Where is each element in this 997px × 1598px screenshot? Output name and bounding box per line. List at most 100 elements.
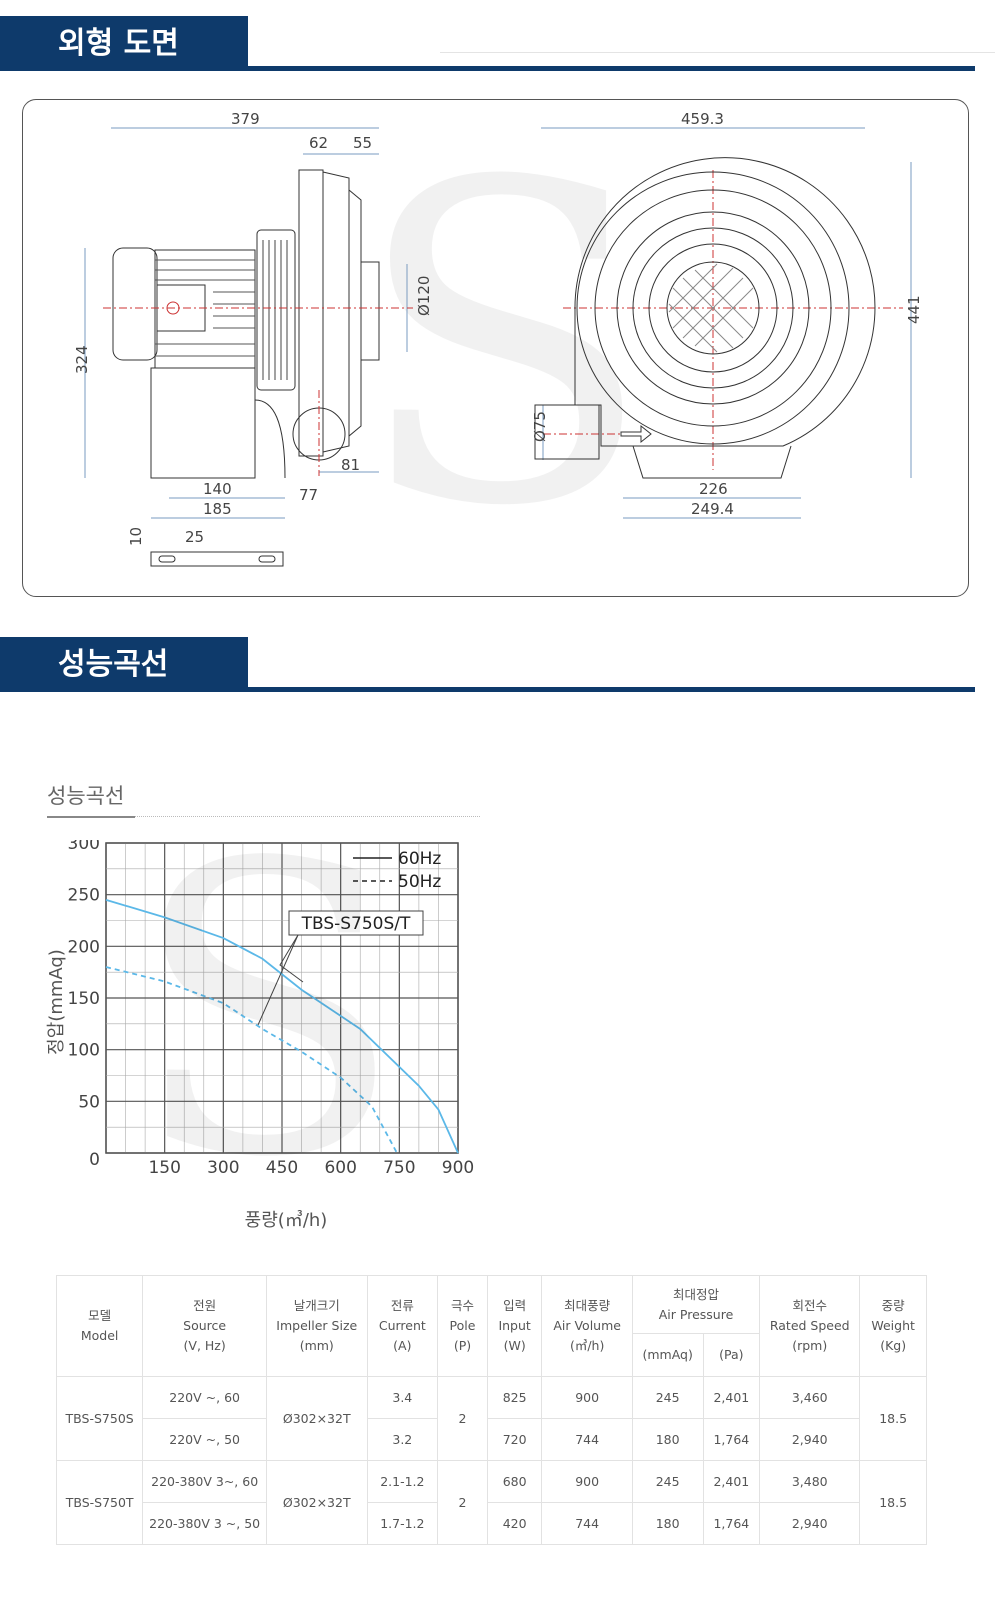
cell-input: 680 xyxy=(486,1460,543,1503)
dim-62: 62 xyxy=(309,134,328,152)
motor-grill xyxy=(256,229,296,391)
cell-pole: 2 xyxy=(437,1460,488,1545)
chart-heading: 성능곡선 xyxy=(47,784,125,808)
x-tick-label: 900 xyxy=(442,1158,474,1178)
annotation-label: TBS-S750S/T xyxy=(301,914,411,934)
dim-25: 25 xyxy=(185,528,204,546)
x-tick-label: 300 xyxy=(207,1158,239,1178)
cell-source: 220V ~, 50 xyxy=(142,1418,267,1461)
volute-ring-1 xyxy=(576,171,850,445)
cell-rpm: 3,460 xyxy=(759,1376,861,1419)
outline-drawing: S xyxy=(22,99,969,597)
cell-source: 220-380V 3~, 60 xyxy=(142,1460,267,1503)
cell-current: 2.1-1.2 xyxy=(366,1460,439,1503)
dim-81: 81 xyxy=(341,456,360,474)
y-tick-label: 50 xyxy=(78,1092,100,1112)
series-line-50Hz xyxy=(105,966,398,1154)
inlet-mesh xyxy=(666,261,760,355)
header-rule xyxy=(0,66,975,71)
chart-xlabel: 풍량(㎥/h) xyxy=(245,1210,328,1230)
x-tick-label: 450 xyxy=(266,1158,298,1178)
terminal-box xyxy=(156,284,206,332)
header-thin-rule xyxy=(440,52,995,53)
front-base xyxy=(632,445,792,479)
table-row: 220-380V 3 ~, 50 1.7-1.2 420 744 180 1,7… xyxy=(57,1502,927,1545)
cell-mmaq: 245 xyxy=(631,1376,704,1419)
cell-mmaq: 180 xyxy=(631,1418,704,1461)
table-row: 220V ~, 50 3.2 720 744 180 1,764 2,940 xyxy=(57,1418,927,1461)
dim-324: 324 xyxy=(73,345,91,374)
cell-volume: 900 xyxy=(541,1376,633,1419)
th-mmaq: (mmAq) xyxy=(631,1333,704,1377)
volute-ring-2 xyxy=(594,189,832,427)
dim-226: 226 xyxy=(699,480,728,498)
dim-inlet-dia: Ø75 xyxy=(531,411,549,442)
cell-rpm: 2,940 xyxy=(759,1502,861,1545)
y-tick-label: 0 xyxy=(89,1150,100,1170)
cell-rpm: 2,940 xyxy=(759,1418,861,1461)
x-tick-label: 600 xyxy=(324,1158,356,1178)
cell-current: 3.2 xyxy=(366,1418,439,1461)
cell-weight: 18.5 xyxy=(859,1376,927,1461)
outline-section-title: 외형 도면 xyxy=(0,16,248,70)
legend-label-50hz: 50Hz xyxy=(398,872,441,892)
outline-section-header: 외형 도면 xyxy=(0,16,995,76)
cell-rpm: 3,480 xyxy=(759,1460,861,1503)
y-tick-label: 200 xyxy=(68,937,100,957)
cell-source: 220V ~, 60 xyxy=(142,1376,267,1419)
cell-volume: 744 xyxy=(541,1502,633,1545)
casing-scroll xyxy=(322,171,350,453)
header-rule xyxy=(0,687,975,692)
cell-volume: 744 xyxy=(541,1418,633,1461)
cell-current: 1.7-1.2 xyxy=(366,1502,439,1545)
cell-pa: 1,764 xyxy=(702,1418,761,1461)
cell-volume: 900 xyxy=(541,1460,633,1503)
chart-ylabel: 정압(mmAq) xyxy=(46,949,67,1055)
cell-impeller: Ø302×32T xyxy=(266,1376,368,1461)
dim-185: 185 xyxy=(203,500,232,518)
dim-459-3: 459.3 xyxy=(681,110,724,128)
flow-arrow xyxy=(620,424,652,444)
front-outlet xyxy=(534,404,600,460)
dim-140: 140 xyxy=(203,480,232,498)
x-tick-label: 750 xyxy=(383,1158,415,1178)
table-subheader-row: (mmAq) (Pa) xyxy=(57,1333,927,1377)
mount-slot-bar xyxy=(150,551,284,567)
cell-pole: 2 xyxy=(437,1376,488,1461)
cell-model: TBS-S750T xyxy=(55,1460,144,1545)
cell-mmaq: 180 xyxy=(631,1502,704,1545)
chart-heading-rule xyxy=(47,816,135,818)
annotation-leader-60hz xyxy=(279,934,304,983)
watermark-logo: S xyxy=(130,780,405,1245)
dim-55: 55 xyxy=(353,134,372,152)
dim-77: 77 xyxy=(299,486,318,504)
cell-input: 720 xyxy=(486,1418,543,1461)
curve-section-header: 성능곡선 xyxy=(0,637,975,697)
x-tick-label: 150 xyxy=(148,1158,180,1178)
outlet-flange xyxy=(360,261,380,361)
y-tick-label: 250 xyxy=(68,886,100,906)
watermark-logo: S xyxy=(353,99,655,597)
cell-pa: 2,401 xyxy=(702,1460,761,1503)
cell-input: 420 xyxy=(486,1502,543,1545)
cell-pa: 2,401 xyxy=(702,1376,761,1419)
casing-volute xyxy=(574,157,876,447)
cell-model: TBS-S750S xyxy=(55,1376,144,1461)
annotation-leader-50hz xyxy=(257,934,299,1026)
curve-section-title: 성능곡선 xyxy=(0,637,248,691)
dim-379: 379 xyxy=(231,110,260,128)
annotation-box xyxy=(288,910,424,936)
cell-input: 825 xyxy=(486,1376,543,1419)
base-block xyxy=(150,367,256,479)
table-row: TBS-S750S 220V ~, 60 Ø302×32T 3.4 2 825 … xyxy=(55,1376,927,1461)
